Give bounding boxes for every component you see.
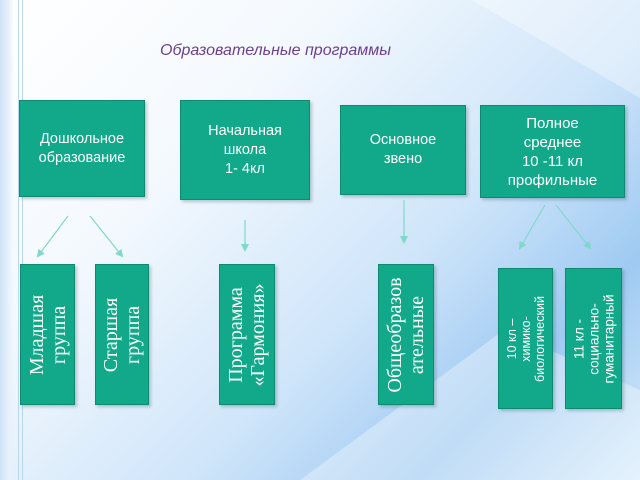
arrow-secondary-grade11 <box>555 204 592 250</box>
background-line <box>22 0 23 480</box>
program-label-harmony: Программа «Гармония» <box>225 283 269 386</box>
level-label-secondary: Полное среднее 10 -11 кл профильные <box>507 114 598 189</box>
level-box-preschool: Дошкольное образование <box>19 100 145 197</box>
level-label-preschool: Дошкольное образование <box>38 130 126 166</box>
level-box-primary: Начальная школа 1- 4кл <box>180 100 310 200</box>
program-box-general: Общеобразов ательные <box>378 264 434 405</box>
program-box-older-group: Старшая группа <box>95 264 149 405</box>
level-box-secondary: Полное среднее 10 -11 кл профильные <box>480 105 625 198</box>
program-label-younger-group: Младшая группа <box>25 294 70 375</box>
background-line <box>18 0 19 480</box>
program-box-grade10: 10 кл – химико- биологический <box>498 268 553 409</box>
arrow-preschool-older <box>89 215 124 258</box>
arrow-preschool-younger <box>36 215 69 258</box>
program-label-general: Общеобразов ательные <box>384 276 428 393</box>
background-left-band <box>0 0 14 480</box>
program-box-harmony: Программа «Гармония» <box>219 264 275 405</box>
level-box-basic: Основное звено <box>340 105 466 195</box>
diagram-title: Образовательные программы <box>160 42 391 59</box>
program-label-grade11: 11 кл - социально- гуманитарный <box>571 293 616 384</box>
arrow-secondary-grade10 <box>518 204 546 250</box>
program-label-grade10: 10 кл – химико- биологический <box>504 295 547 382</box>
program-label-older-group: Старшая группа <box>100 297 144 372</box>
program-box-younger-group: Младшая группа <box>20 264 75 405</box>
level-label-primary: Начальная школа 1- 4кл <box>208 122 282 177</box>
program-box-grade11: 11 кл - социально- гуманитарный <box>565 268 622 409</box>
level-label-basic: Основное звено <box>369 132 437 167</box>
